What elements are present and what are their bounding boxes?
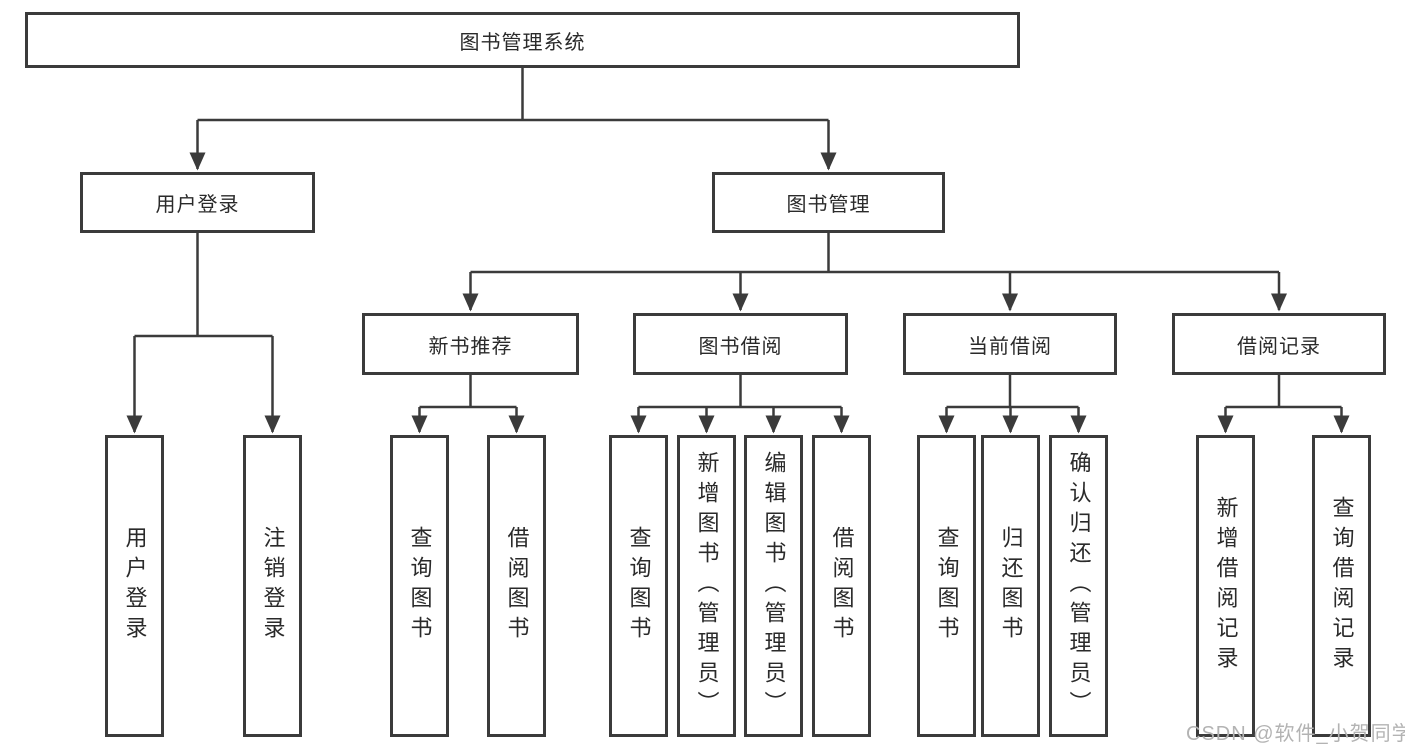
node-label: 借阅记录 (1237, 335, 1321, 358)
leaf-label: 借阅图书 (829, 526, 855, 646)
leaf-label: 注销登录 (260, 526, 286, 646)
leaf-label: 确认归还（管理员） (1066, 451, 1092, 721)
leaf-user-login: 用户登录 (105, 435, 164, 737)
node-label: 新书推荐 (428, 335, 513, 358)
leaf-label: 新增借阅记录 (1213, 496, 1239, 676)
branch-root-rail (197, 68, 829, 122)
leaf-label: 查询图书 (407, 526, 433, 646)
leaf-cb-query-books: 查询图书 (917, 435, 976, 737)
leaf-label: 归还图书 (998, 526, 1024, 646)
node-label: 当前借阅 (968, 335, 1052, 358)
leaf-label: 用户登录 (122, 526, 148, 646)
node-root-system: 图书管理系统 (25, 12, 1020, 68)
branch-borrowing-rail (638, 375, 842, 409)
leaf-label: 查询图书 (626, 526, 652, 646)
leaf-rec-add-record: 新增借阅记录 (1196, 435, 1255, 737)
leaf-logout: 注销登录 (243, 435, 302, 737)
leaf-nb-borrow-books: 借阅图书 (487, 435, 546, 737)
node-user-login: 用户登录 (80, 172, 315, 233)
leaf-label: 查询借阅记录 (1329, 496, 1355, 676)
branch-user-login-rail (134, 233, 273, 338)
leaf-bb-edit-books-admin: 编辑图书（管理员） (744, 435, 803, 737)
branch-new-book-rail (419, 375, 517, 409)
leaf-label: 借阅图书 (504, 526, 530, 646)
leaf-label: 编辑图书（管理员） (761, 451, 787, 721)
node-label: 用户登录 (155, 194, 240, 216)
node-label: 图书管理 (786, 194, 871, 216)
branch-records-rail (1225, 375, 1342, 409)
leaf-label: 查询图书 (934, 526, 960, 646)
leaf-nb-query-books: 查询图书 (390, 435, 449, 737)
leaf-rec-query-record: 查询借阅记录 (1312, 435, 1371, 737)
leaf-label: 新增图书（管理员） (694, 451, 720, 721)
node-book-borrowing: 图书借阅 (633, 313, 848, 375)
branch-current-rail (946, 375, 1079, 409)
leaf-bb-add-books-admin: 新增图书（管理员） (677, 435, 736, 737)
node-book-management: 图书管理 (712, 172, 945, 233)
node-label: 图书管理系统 (459, 31, 586, 54)
leaf-cb-return-books: 归还图书 (981, 435, 1040, 737)
node-label: 图书借阅 (698, 335, 783, 358)
leaf-cb-confirm-return-admin: 确认归还（管理员） (1049, 435, 1108, 737)
node-current-borrowing: 当前借阅 (903, 313, 1117, 375)
csdn-watermark: CSDN @软件_小贺同学 (1186, 723, 1405, 745)
leaf-bb-query-books: 查询图书 (609, 435, 668, 737)
node-borrow-records: 借阅记录 (1172, 313, 1386, 375)
node-new-book-recommend: 新书推荐 (362, 313, 579, 375)
branch-book-mgmt-rail (470, 233, 1279, 274)
leaf-bb-borrow-books: 借阅图书 (812, 435, 871, 737)
